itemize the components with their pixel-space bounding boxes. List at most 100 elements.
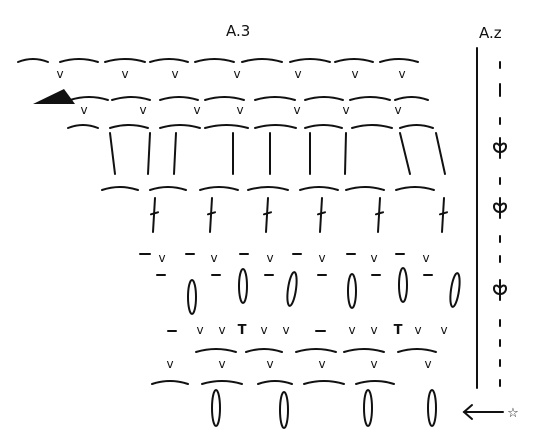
chain-arc <box>194 58 235 63</box>
chain-arc <box>104 58 146 63</box>
chain-arc <box>304 96 344 101</box>
single-crochet-symbol: v <box>233 67 240 81</box>
single-crochet-symbol: v <box>210 251 217 265</box>
single-crochet-symbol: v <box>424 357 431 371</box>
double-treble-crossbar <box>317 211 326 216</box>
chain-arc <box>397 348 437 353</box>
puff-stitch <box>211 389 221 427</box>
chain-arc <box>17 58 49 63</box>
star-icon: ☆ <box>507 406 519 421</box>
chain-arc <box>289 58 331 63</box>
chain-arc <box>295 348 337 353</box>
puff-stitch <box>398 267 408 303</box>
puff-stitch <box>347 273 357 309</box>
treble-stroke <box>399 132 411 175</box>
single-crochet-symbol: v <box>342 103 349 117</box>
chain-arc <box>379 58 419 63</box>
chain-arc <box>303 380 345 385</box>
double-treble-crossbar <box>263 211 272 216</box>
chain-arc <box>241 58 283 63</box>
puff-stitch <box>427 389 437 427</box>
chain-arc <box>247 186 289 191</box>
double-treble-crossbar <box>439 211 448 216</box>
single-crochet-symbol: v <box>370 323 377 337</box>
chain-arc <box>101 186 139 191</box>
chain-arc <box>159 96 199 101</box>
chain-arc <box>245 348 283 353</box>
chain-arc <box>201 380 243 385</box>
double-treble-crossbar <box>150 211 159 216</box>
treble-stroke <box>344 132 347 175</box>
chain-arc <box>109 124 149 129</box>
treble-stroke <box>109 132 116 175</box>
chain-arc <box>257 380 293 385</box>
single-crochet-symbol: v <box>236 103 243 117</box>
chain-arc <box>59 58 99 63</box>
single-crochet-symbol: v <box>422 251 429 265</box>
double-treble-stroke <box>319 197 323 233</box>
single-crochet-symbol: v <box>282 323 289 337</box>
chain-arc <box>349 96 391 101</box>
chain-arc <box>69 96 109 101</box>
puff-stitch <box>449 272 461 308</box>
chart-title-az: A.z <box>479 24 502 42</box>
chain-arc <box>304 124 343 129</box>
puff-heart-symbol <box>493 142 507 154</box>
chain-arc <box>254 124 297 129</box>
arrow-head <box>462 404 473 420</box>
single-crochet-symbol: v <box>318 357 325 371</box>
puff-stitch <box>187 279 197 315</box>
single-crochet-symbol: v <box>171 67 178 81</box>
single-crochet-symbol: v <box>266 251 273 265</box>
single-crochet-symbol: v <box>414 323 421 337</box>
chain-arc <box>355 380 395 385</box>
single-crochet-symbol: v <box>351 67 358 81</box>
chain-arc <box>394 96 429 101</box>
half-treble-symbol: T <box>394 323 403 338</box>
single-crochet-symbol: v <box>398 67 405 81</box>
chain-arc <box>204 96 245 101</box>
treble-stroke <box>147 132 151 175</box>
chain-arc <box>159 124 201 129</box>
single-crochet-symbol: v <box>260 323 267 337</box>
chain-arc <box>204 124 249 129</box>
single-crochet-symbol: v <box>394 103 401 117</box>
chain-arc <box>345 186 385 191</box>
chain-arc <box>149 58 189 63</box>
black-triangle-icon <box>33 89 75 104</box>
single-crochet-symbol: v <box>56 67 63 81</box>
double-treble-crossbar <box>207 211 216 216</box>
double-treble-stroke <box>209 197 213 233</box>
chain-arc <box>334 58 374 63</box>
chain-arc <box>254 96 296 101</box>
chain-arc <box>343 348 385 353</box>
chain-arc <box>149 186 187 191</box>
chain-arc <box>299 186 339 191</box>
single-crochet-symbol: v <box>294 67 301 81</box>
single-crochet-symbol: v <box>370 357 377 371</box>
double-treble-crossbar <box>375 211 384 216</box>
chain-arc <box>199 186 239 191</box>
single-crochet-symbol: v <box>370 251 377 265</box>
puff-heart-symbol <box>493 284 507 296</box>
single-crochet-symbol: v <box>139 103 146 117</box>
chain-arc <box>111 96 151 101</box>
treble-stroke <box>435 132 446 175</box>
double-treble-stroke <box>152 197 156 233</box>
half-treble-symbol: T <box>238 323 247 338</box>
chain-arc <box>395 186 435 191</box>
single-crochet-symbol: v <box>218 357 225 371</box>
single-crochet-symbol: v <box>166 357 173 371</box>
single-crochet-symbol: v <box>80 103 87 117</box>
puff-stitch <box>363 389 373 427</box>
chain-arc <box>399 124 434 129</box>
single-crochet-symbol: v <box>266 357 273 371</box>
chain-arc <box>195 348 237 353</box>
single-crochet-symbol: v <box>348 323 355 337</box>
puff-heart-symbol <box>493 202 507 214</box>
single-crochet-symbol: v <box>293 103 300 117</box>
chain-arc <box>67 124 99 129</box>
single-crochet-symbol: v <box>440 323 447 337</box>
double-treble-stroke <box>441 197 445 233</box>
